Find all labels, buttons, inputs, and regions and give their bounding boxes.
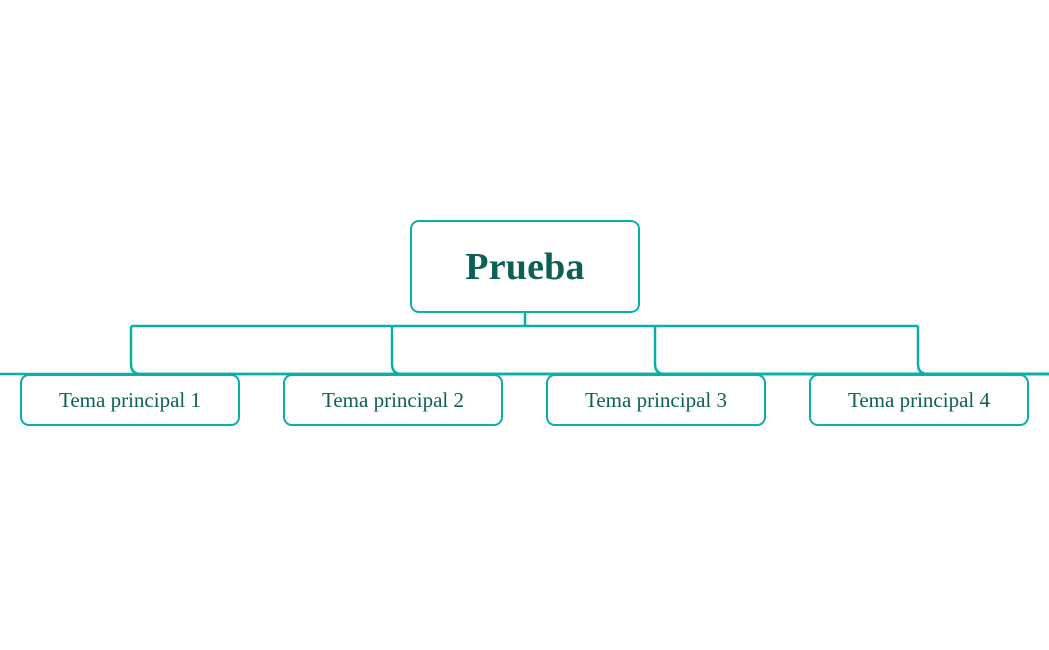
child-node-label: Tema principal 2 bbox=[322, 387, 464, 412]
root-node-label: Prueba bbox=[465, 245, 585, 288]
connector-branch-2 bbox=[390, 326, 1049, 376]
child-node-label: Tema principal 3 bbox=[585, 387, 727, 412]
connector-branch-4 bbox=[916, 326, 1049, 376]
mindmap-root-node[interactable]: Prueba bbox=[410, 220, 640, 313]
mindmap-child-node-2[interactable]: Tema principal 2 bbox=[283, 374, 503, 426]
child-node-label: Tema principal 1 bbox=[59, 387, 201, 412]
child-node-label: Tema principal 4 bbox=[848, 387, 990, 412]
connector-branch-1 bbox=[129, 326, 1049, 376]
mindmap-child-node-4[interactable]: Tema principal 4 bbox=[809, 374, 1029, 426]
mindmap-child-node-1[interactable]: Tema principal 1 bbox=[20, 374, 240, 426]
connector-branch-3 bbox=[653, 326, 1049, 376]
mindmap-child-node-3[interactable]: Tema principal 3 bbox=[546, 374, 766, 426]
